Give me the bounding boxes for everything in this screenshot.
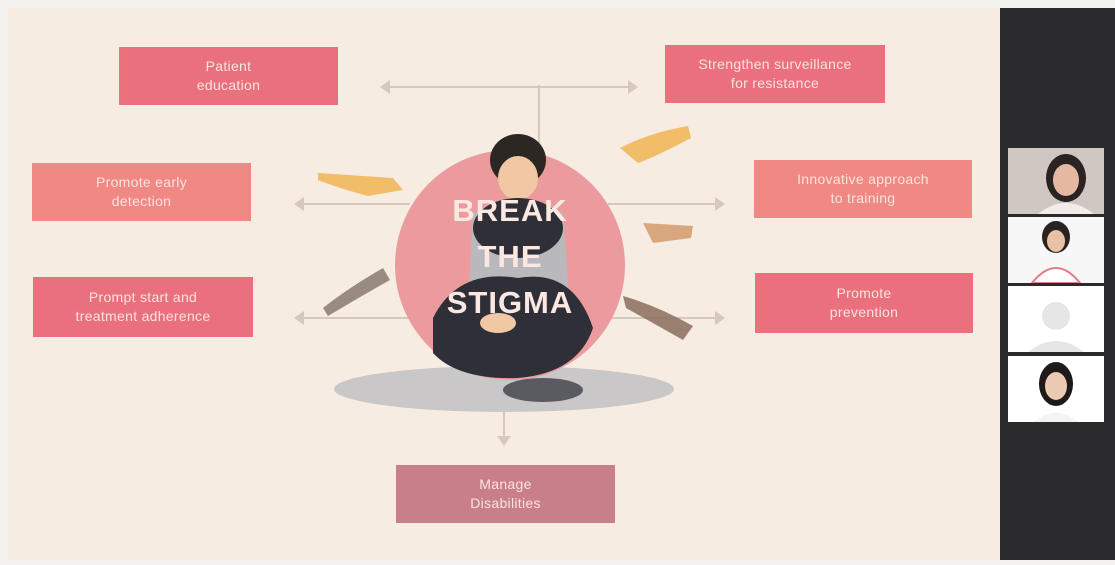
prompt-start-box: Prompt start and treatment adherence [33, 277, 253, 337]
participant-tile-1[interactable] [1008, 148, 1104, 214]
innovative-approach-box: Innovative approach to training [754, 160, 972, 218]
participant-video-icon [1008, 217, 1104, 283]
title-line-2: THE [395, 234, 625, 280]
patient-education-box: Patient education [119, 47, 338, 105]
participant-tile-2[interactable] [1008, 217, 1104, 283]
break-the-stigma-title: BREAK THE STIGMA [395, 188, 625, 326]
participant-tile-4[interactable] [1008, 356, 1104, 422]
participants-video-panel [1000, 8, 1115, 560]
strengthen-surveillance-box: Strengthen surveillance for resistance [665, 45, 885, 103]
manage-disabilities-box: Manage Disabilities [396, 465, 615, 523]
avatar-placeholder-icon [1008, 286, 1104, 352]
presentation-slide: BREAK THE STIGMA Patient education Stren… [8, 8, 1001, 560]
participant-tile-3[interactable] [1008, 286, 1104, 352]
title-line-3: STIGMA [395, 280, 625, 326]
participant-video-icon [1008, 148, 1104, 214]
participant-video-icon [1008, 356, 1104, 422]
title-line-1: BREAK [395, 188, 625, 234]
promote-early-detection-box: Promote early detection [32, 163, 251, 221]
promote-prevention-box: Promote prevention [755, 273, 973, 333]
